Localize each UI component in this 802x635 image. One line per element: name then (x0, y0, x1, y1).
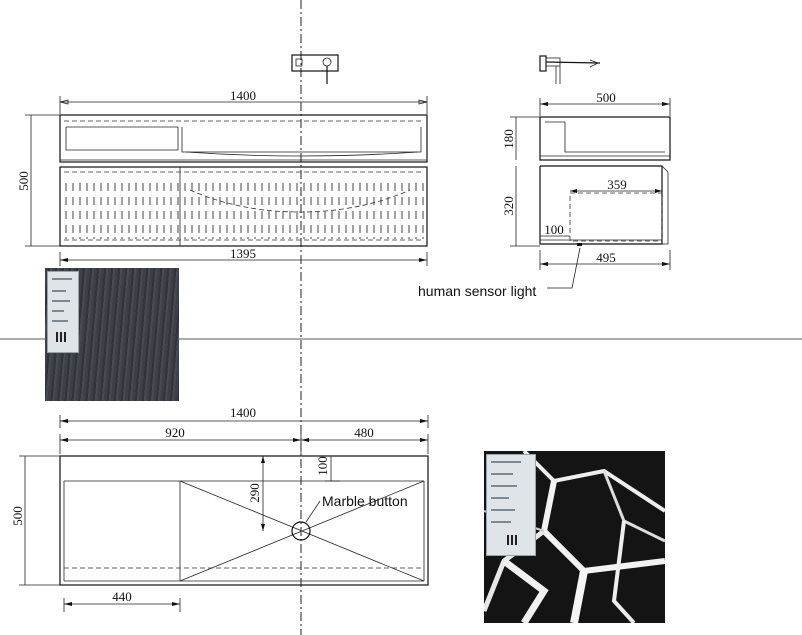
front-height-label: 500 (16, 171, 31, 191)
front-bottom-width-label: 1395 (230, 246, 256, 261)
side-elevation: 500 180 320 359 100 495 (501, 90, 671, 289)
front-width-label: 1400 (230, 88, 256, 103)
marble-button-icon (291, 521, 311, 541)
wood-grain-swatch (45, 268, 179, 401)
wall-faucet-front-icon (291, 54, 339, 84)
side-offset-label: 100 (544, 222, 564, 237)
side-drawer-width-label: 359 (607, 177, 627, 192)
side-width-label: 500 (596, 90, 616, 105)
sensor-callout-label: human sensor light (418, 283, 536, 299)
front-elevation: 1400 500 (16, 88, 428, 247)
plan-left-label: 920 (165, 425, 185, 440)
black-marble-swatch (484, 451, 665, 623)
front-bottom-dimension: 1395 (59, 246, 428, 266)
plan-left-shelf-label: 440 (112, 589, 132, 604)
qr-code-icon (56, 332, 66, 342)
plan-drain-offset-label: 100 (315, 456, 330, 476)
cabinet-groove-pattern (65, 183, 424, 239)
side-top-height-label: 180 (501, 129, 516, 149)
wood-swatch-card (47, 271, 79, 353)
marble-button-callout-label: Marble button (322, 493, 408, 509)
marble-swatch-card (486, 454, 536, 556)
plan-depth-label: 500 (10, 506, 25, 526)
wall-faucet-side-icon (539, 55, 601, 84)
plan-right-label: 480 (354, 425, 374, 440)
side-bottom-width-label: 495 (596, 250, 616, 265)
plan-drain-depth-label: 290 (247, 483, 262, 503)
side-cabinet-height-label: 320 (501, 196, 516, 216)
sensor-light-icon (577, 243, 582, 246)
plan-width-label: 1400 (230, 405, 256, 420)
qr-code-icon (507, 535, 517, 545)
plan-view: 1400 920 480 500 100 290 (10, 405, 429, 612)
